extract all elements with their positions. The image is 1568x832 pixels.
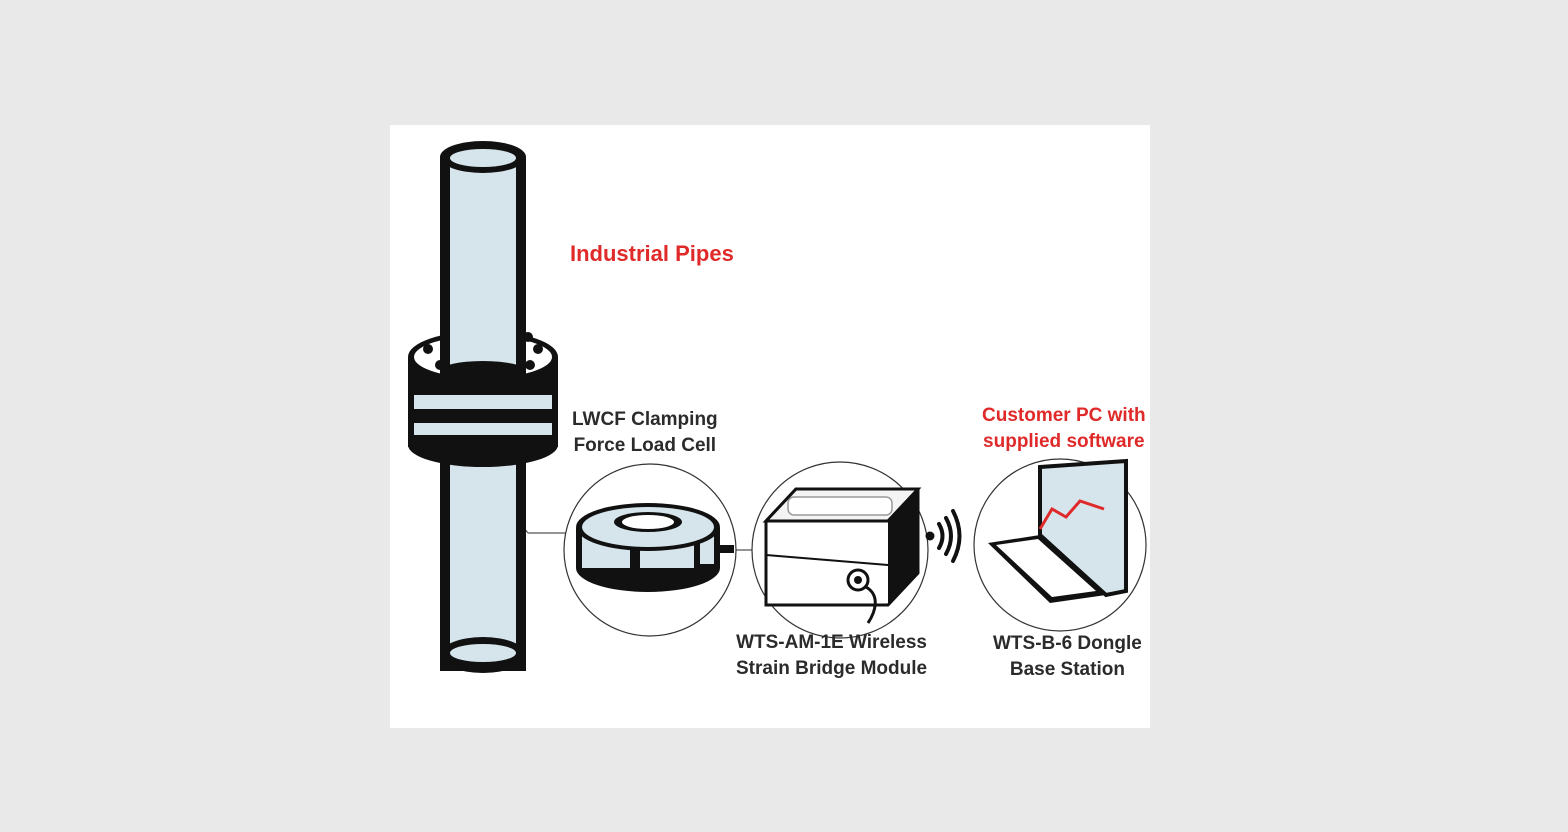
module-label-line-2: Strain Bridge Module xyxy=(736,658,928,679)
customer-pc-label-line-1: Customer PC with xyxy=(982,405,1146,426)
base-station-label: WTS-B-6 Dongle Base Station xyxy=(993,631,1142,683)
base-station-label-line-1: WTS-B-6 Dongle xyxy=(993,633,1142,654)
customer-pc-label-line-2: supplied software xyxy=(983,431,1145,452)
wireless-module-icon xyxy=(751,461,929,639)
load-cell-label-line-1: LWCF Clamping xyxy=(572,409,718,430)
module-label: WTS-AM-1E Wireless Strain Bridge Module xyxy=(736,630,927,682)
wireless-signal-icon xyxy=(925,509,962,563)
module-label-line-1: WTS-AM-1E Wireless xyxy=(736,632,927,653)
customer-pc-label: Customer PC with supplied software xyxy=(982,403,1146,455)
diagram-panel: Industrial Pipes LWCF Clamping Force Loa… xyxy=(390,125,1150,728)
load-cell-label: LWCF Clamping Force Load Cell xyxy=(572,407,718,459)
base-station-label-line-2: Base Station xyxy=(1009,659,1125,680)
load-cell-label-line-2: Force Load Cell xyxy=(573,435,717,456)
diagram-canvas xyxy=(408,141,1147,673)
laptop-icon xyxy=(973,458,1147,632)
pipe-flange-icon xyxy=(408,141,558,673)
industrial-pipes-label: Industrial Pipes xyxy=(570,241,734,266)
load-cell-icon xyxy=(563,463,737,637)
